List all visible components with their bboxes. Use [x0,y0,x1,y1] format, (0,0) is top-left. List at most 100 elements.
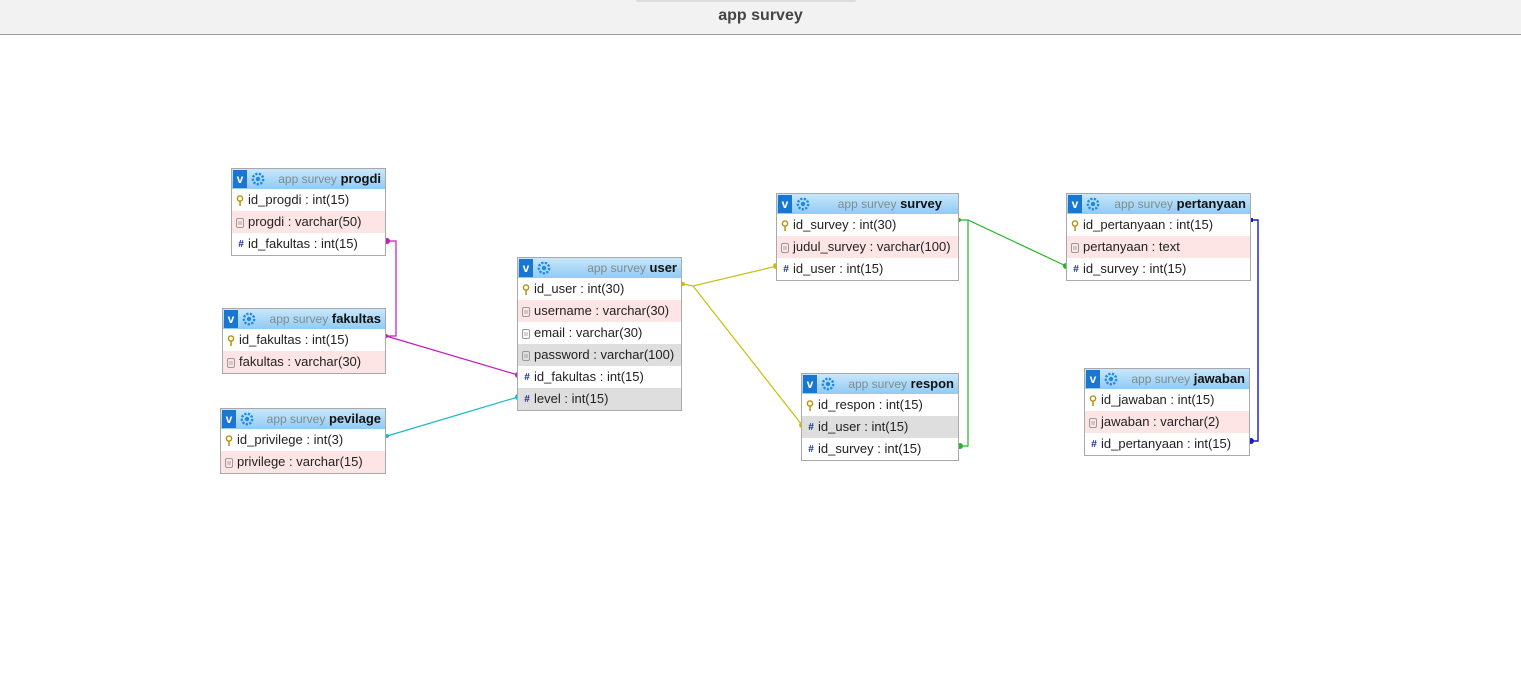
key-icon [227,334,237,347]
relation-line-survey-pertanyaan[interactable] [958,219,1067,267]
table-header[interactable]: v app survey jawaban [1085,369,1249,389]
table-pevilage[interactable]: v app survey pevilage id_privilege : int… [220,408,386,474]
column-label: level : int(15) [534,391,609,406]
top-bar: app survey [0,0,1521,35]
toggle-columns-button[interactable]: v [519,259,533,277]
column-row[interactable]: privilege : varchar(15) [221,451,385,473]
column-row[interactable]: fakultas : varchar(30) [223,351,385,373]
table-header[interactable]: v app survey fakultas [223,309,385,329]
table-db-label: app survey [837,197,897,211]
column-label: privilege : varchar(15) [237,454,363,469]
gear-icon[interactable] [537,261,551,275]
column-row[interactable]: jawaban : varchar(2) [1085,411,1249,433]
gear-icon[interactable] [821,377,835,391]
relation-end-pevilage [385,434,389,438]
hash-icon: # [808,421,814,433]
column-row[interactable]: pertanyaan : text [1067,236,1250,258]
column-row[interactable]: # id_fakultas : int(15) [518,366,681,388]
table-fakultas[interactable]: v app survey fakultas id_fakultas : int(… [222,308,386,374]
gear-icon[interactable] [1086,197,1100,211]
key-icon [806,399,816,412]
column-row[interactable]: id_user : int(30) [518,278,681,300]
table-name: pevilage [328,411,381,426]
column-row[interactable]: username : varchar(30) [518,300,681,322]
column-label: password : varchar(100) [534,347,675,362]
key-icon [1089,394,1099,407]
column-row[interactable]: # id_user : int(15) [802,416,958,438]
column-row[interactable]: id_survey : int(30) [777,214,958,236]
column-label: id_respon : int(15) [818,397,923,412]
table-header[interactable]: v app survey respon [802,374,958,394]
key-icon [236,194,246,207]
column-icon [781,242,791,253]
toggle-columns-button[interactable]: v [233,170,247,188]
column-row[interactable]: id_pertanyaan : int(15) [1067,214,1250,236]
table-pertanyaan[interactable]: v app survey pertanyaan id_pertanyaan : … [1066,193,1251,281]
gear-icon[interactable] [796,197,810,211]
table-survey[interactable]: v app survey survey id_survey : int(30) … [776,193,959,281]
key-icon [522,283,532,296]
column-row[interactable]: #id_fakultas : int(15) [232,233,385,255]
relation-line-user-survey[interactable] [682,265,778,287]
relation-line-user-respon[interactable] [692,285,803,426]
column-row[interactable]: email : varchar(30) [518,322,681,344]
column-row[interactable]: #id_user : int(15) [777,258,958,280]
column-icon [522,306,532,317]
column-label: id_fakultas : int(15) [534,369,644,384]
table-header[interactable]: v app survey pertanyaan [1067,194,1250,214]
column-label: id_user : int(15) [818,419,909,434]
gear-icon[interactable] [251,172,265,186]
relation-line-survey-respon[interactable] [958,220,969,447]
column-row[interactable]: #id_survey : int(15) [802,438,958,460]
table-header[interactable]: v app survey user [518,258,681,278]
column-label: progdi : varchar(50) [248,214,362,229]
column-label: jawaban : varchar(2) [1101,414,1220,429]
table-user[interactable]: v app survey user id_user : int(30) user… [517,257,682,411]
table-name: respon [910,376,954,391]
column-row[interactable]: #id_pertanyaan : int(15) [1085,433,1249,455]
gear-icon[interactable] [242,312,256,326]
gear-icon[interactable] [240,412,254,426]
table-progdi[interactable]: v app survey progdi id_progdi : int(15) … [231,168,386,256]
relation-line-pertanyaan-jawaban[interactable] [1250,219,1259,442]
toggle-columns-button[interactable]: v [803,375,817,393]
column-row[interactable]: password : varchar(100) [518,344,681,366]
toggle-columns-button[interactable]: v [778,195,792,213]
hash-icon: # [524,371,530,383]
column-row[interactable]: progdi : varchar(50) [232,211,385,233]
relation-end-user [681,282,685,286]
relation-line-pevilage-user[interactable] [386,396,519,437]
table-header[interactable]: v app survey progdi [232,169,385,189]
column-row[interactable]: id_fakultas : int(15) [223,329,385,351]
toggle-columns-button[interactable]: v [1086,370,1100,388]
table-header[interactable]: v app survey pevilage [221,409,385,429]
column-label: id_survey : int(30) [793,217,897,232]
column-row[interactable]: id_jawaban : int(15) [1085,389,1249,411]
column-label: fakultas : varchar(30) [239,354,362,369]
toggle-columns-button[interactable]: v [1068,195,1082,213]
relation-line-progdi-fakultas[interactable] [386,240,397,337]
column-row[interactable]: #id_survey : int(15) [1067,258,1250,280]
column-row[interactable]: id_progdi : int(15) [232,189,385,211]
column-row[interactable]: #level : int(15) [518,388,681,410]
column-row[interactable]: id_privilege : int(3) [221,429,385,451]
table-name: survey [900,196,942,211]
column-row[interactable]: id_respon : int(15) [802,394,958,416]
key-icon [781,219,791,232]
toggle-columns-button[interactable]: v [224,310,238,328]
table-db-label: app survey [1131,372,1191,386]
column-label: id_fakultas : int(15) [239,332,349,347]
relation-line-fakultas-user[interactable] [385,335,519,376]
column-row[interactable]: judul_survey : varchar(100) [777,236,958,258]
hash-icon: # [783,263,789,275]
column-label: id_survey : int(15) [1083,261,1187,276]
table-respon[interactable]: v app survey respon id_respon : int(15) … [801,373,959,461]
table-name: fakultas [331,311,381,326]
gear-icon[interactable] [1104,372,1118,386]
table-jawaban[interactable]: v app survey jawaban id_jawaban : int(15… [1084,368,1250,456]
table-name: user [649,260,677,275]
column-icon [225,457,235,468]
table-header[interactable]: v app survey survey [777,194,958,214]
hash-icon: # [808,443,814,455]
toggle-columns-button[interactable]: v [222,410,236,428]
